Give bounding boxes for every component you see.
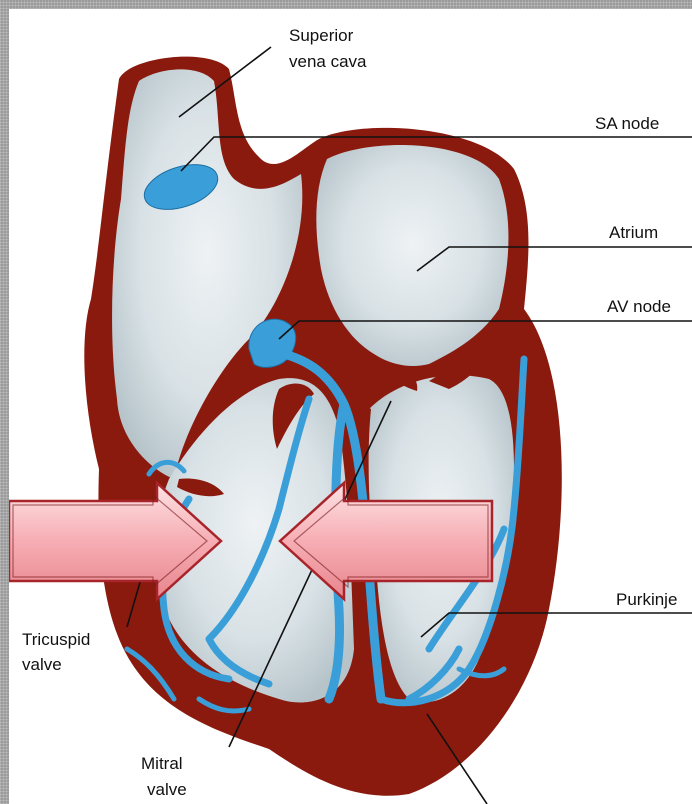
diagram-canvas: Superior vena cava SA node Atrium AV nod…: [9, 9, 692, 804]
label-superior-vena-cava-line1: Superior: [289, 26, 354, 45]
label-av-node: AV node: [607, 297, 671, 316]
label-sa-node: SA node: [595, 114, 659, 133]
label-tricuspid-valve-line1: Tricuspid: [22, 630, 90, 649]
label-atrium: Atrium: [609, 223, 658, 242]
label-tricuspid-valve-line2: valve: [22, 655, 62, 674]
label-purkinje: Purkinje: [616, 590, 677, 609]
label-mitral-valve-line1: Mitral: [141, 754, 183, 773]
label-superior-vena-cava-line2: vena cava: [289, 52, 367, 71]
label-mitral-valve-line2: valve: [147, 780, 187, 799]
heart-conduction-diagram: Superior vena cava SA node Atrium AV nod…: [9, 9, 692, 804]
